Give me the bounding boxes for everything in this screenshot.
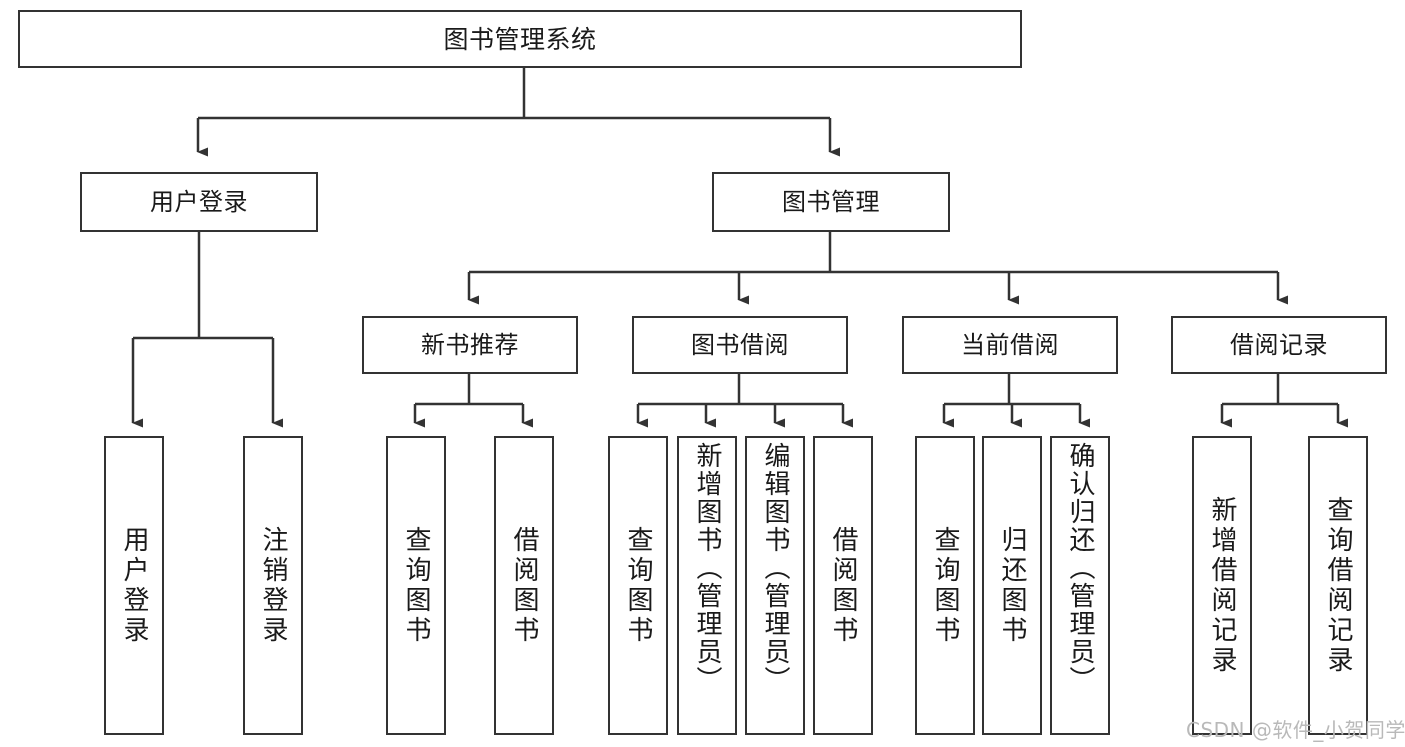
node-root-label: 图书管理系统 [443,24,597,54]
node-root-system[interactable]: 图书管理系统 [18,10,1022,68]
leaf-add-book-admin-label: 新增图书（管理员） [692,442,722,694]
leaf-confirm-return-admin[interactable]: 确认归还（管理员） [1050,436,1110,735]
leaf-borrow-book-label: 借阅图书 [828,525,858,646]
leaf-query-book-current[interactable]: 查询图书 [915,436,975,735]
node-borrow-record[interactable]: 借阅记录 [1171,316,1387,374]
leaf-confirm-return-admin-label: 确认归还（管理员） [1065,442,1095,694]
node-book-manage[interactable]: 图书管理 [712,172,950,232]
leaf-query-borrow-record[interactable]: 查询借阅记录 [1308,436,1368,735]
leaf-query-book-rec-label: 查询图书 [401,525,431,646]
node-user-login-label: 用户登录 [150,188,248,216]
node-current-borrow-label: 当前借阅 [961,331,1059,359]
node-new-book-recommend[interactable]: 新书推荐 [362,316,578,374]
node-book-borrow[interactable]: 图书借阅 [632,316,848,374]
csdn-watermark: CSDN @软件_小贺同学 [1186,718,1405,742]
leaf-borrow-book[interactable]: 借阅图书 [813,436,873,735]
leaf-add-borrow-record[interactable]: 新增借阅记录 [1192,436,1252,735]
leaf-add-book-admin[interactable]: 新增图书（管理员） [677,436,737,735]
node-new-book-recommend-label: 新书推荐 [421,331,519,359]
leaf-query-book-current-label: 查询图书 [930,525,960,646]
leaf-user-login-label: 用户登录 [119,525,149,646]
leaf-logout-label: 注销登录 [258,525,288,646]
leaf-user-login[interactable]: 用户登录 [104,436,164,735]
node-current-borrow[interactable]: 当前借阅 [902,316,1118,374]
leaf-add-borrow-record-label: 新增借阅记录 [1207,495,1237,676]
leaf-return-book-label: 归还图书 [997,525,1027,646]
node-book-borrow-label: 图书借阅 [691,331,789,359]
leaf-edit-book-admin-label: 编辑图书（管理员） [760,442,790,694]
leaf-query-book-borrow-label: 查询图书 [623,525,653,646]
node-borrow-record-label: 借阅记录 [1230,331,1328,359]
leaf-query-book-borrow[interactable]: 查询图书 [608,436,668,735]
leaf-logout[interactable]: 注销登录 [243,436,303,735]
leaf-return-book[interactable]: 归还图书 [982,436,1042,735]
leaf-query-borrow-record-label: 查询借阅记录 [1323,495,1353,676]
leaf-query-book-rec[interactable]: 查询图书 [386,436,446,735]
leaf-edit-book-admin[interactable]: 编辑图书（管理员） [745,436,805,735]
leaf-borrow-book-rec[interactable]: 借阅图书 [494,436,554,735]
node-book-manage-label: 图书管理 [782,188,880,216]
node-user-login[interactable]: 用户登录 [80,172,318,232]
leaf-borrow-book-rec-label: 借阅图书 [509,525,539,646]
